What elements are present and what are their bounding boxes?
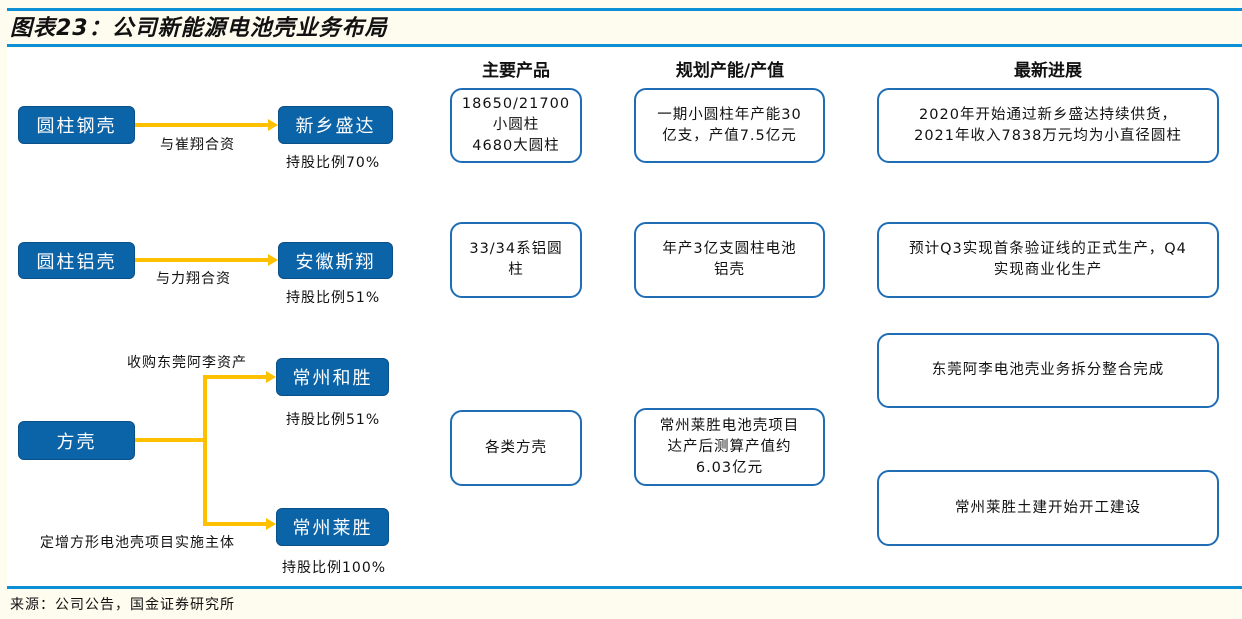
- connector-line: [135, 438, 207, 442]
- progress-box: 东莞阿李电池壳业务拆分整合完成: [877, 333, 1219, 408]
- connector-line: [203, 522, 267, 526]
- arrowhead-icon: [268, 119, 278, 131]
- arrowhead-icon: [266, 371, 276, 383]
- subsidiary-box: 新乡盛达: [278, 106, 393, 144]
- source-note: 来源：公司公告，国金证券研究所: [10, 597, 235, 613]
- arrowhead-icon: [266, 518, 276, 530]
- header-products: 主要产品: [482, 61, 550, 81]
- stake-label: 持股比例100%: [282, 560, 387, 576]
- segment-box: 圆柱钢壳: [18, 106, 135, 144]
- subsidiary-box: 常州和胜: [276, 358, 389, 396]
- stake-label: 持股比例70%: [286, 155, 381, 171]
- subsidiary-box: 常州莱胜: [276, 508, 389, 546]
- product-box: 33/34系铝圆 柱: [450, 222, 582, 298]
- connector-line: [135, 123, 269, 127]
- relation-label: 与力翔合资: [156, 271, 231, 287]
- product-box: 各类方壳: [450, 410, 582, 486]
- relation-label: 与崔翔合资: [160, 137, 235, 153]
- connector-line: [135, 258, 269, 262]
- stake-label: 持股比例51%: [286, 412, 381, 428]
- header-progress: 最新进展: [1014, 61, 1082, 81]
- capacity-box: 一期小圆柱年产能30 亿支，产值7.5亿元: [634, 88, 825, 163]
- stake-label: 持股比例51%: [286, 290, 381, 306]
- progress-box: 2020年开始通过新乡盛达持续供货， 2021年收入7838万元均为小直径圆柱: [877, 88, 1219, 163]
- capacity-box: 常州莱胜电池壳项目 达产后测算产值约 6.03亿元: [634, 408, 825, 486]
- subsidiary-box: 安徽斯翔: [278, 242, 393, 279]
- top-rule: [7, 8, 1242, 11]
- product-box: 18650/21700 小圆柱 4680大圆柱: [450, 88, 582, 163]
- relation-label: 收购东莞阿李资产: [127, 355, 247, 371]
- title-rule: [7, 44, 1242, 47]
- figure-title: 图表23：公司新能源电池壳业务布局: [10, 16, 388, 41]
- bottom-rule: [7, 586, 1242, 589]
- progress-box: 预计Q3实现首条验证线的正式生产，Q4 实现商业化生产: [877, 222, 1219, 298]
- segment-box: 圆柱铝壳: [18, 242, 135, 279]
- relation-label: 定增方形电池壳项目实施主体: [40, 535, 235, 551]
- segment-box: 方壳: [18, 421, 135, 460]
- connector-line: [203, 375, 207, 526]
- header-capacity: 规划产能/产值: [675, 61, 785, 81]
- arrowhead-icon: [268, 254, 278, 266]
- connector-line: [203, 375, 267, 379]
- capacity-box: 年产3亿支圆柱电池 铝壳: [634, 222, 825, 298]
- progress-box: 常州莱胜土建开始开工建设: [877, 470, 1219, 546]
